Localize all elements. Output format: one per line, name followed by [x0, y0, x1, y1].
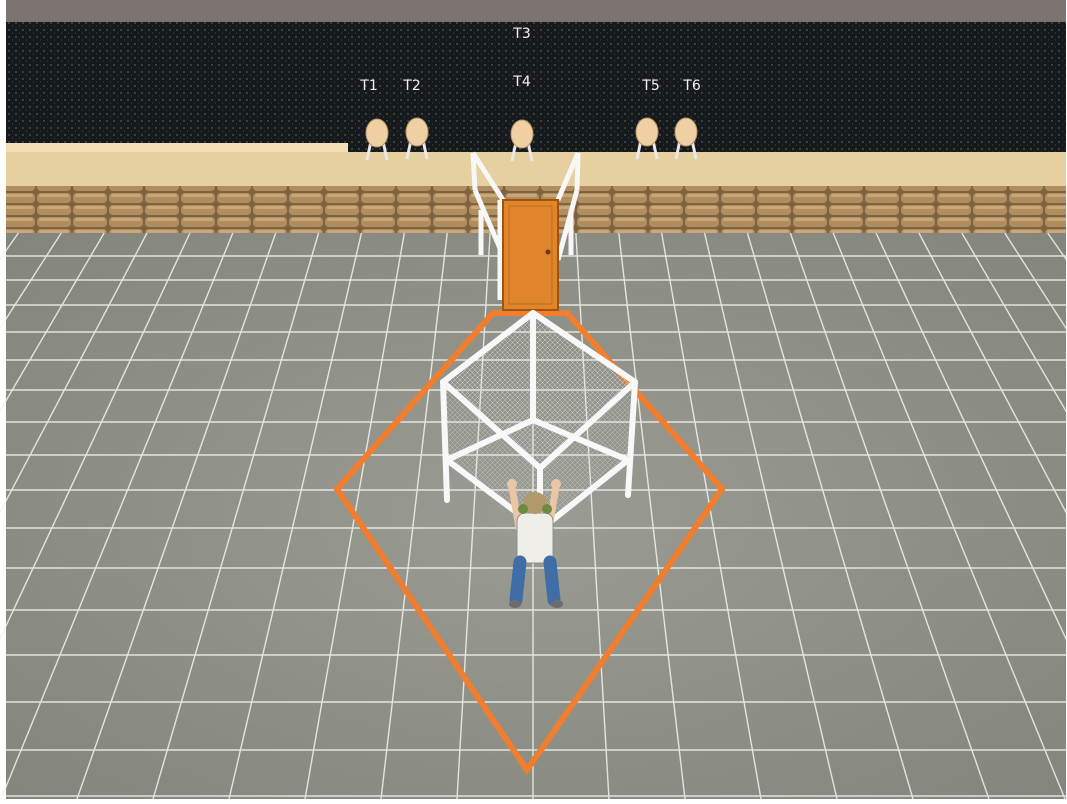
backstop-wall [6, 22, 1066, 152]
target-label-t1: T1 [359, 78, 377, 94]
top-edge [6, 0, 1066, 22]
target-face [636, 118, 658, 146]
door[interactable] [503, 200, 558, 310]
target-label-t5: T5 [641, 78, 659, 94]
target-face [366, 119, 388, 147]
target-face [406, 118, 428, 146]
target-face [675, 118, 697, 146]
target-face [511, 120, 533, 148]
target-label-t2: T2 [402, 78, 420, 94]
target-label-t4: T4 [512, 74, 531, 90]
target-label-t3: T3 [512, 26, 530, 42]
door-knob [546, 250, 551, 255]
target-label-t6: T6 [682, 78, 701, 94]
berm-top [6, 152, 1066, 188]
